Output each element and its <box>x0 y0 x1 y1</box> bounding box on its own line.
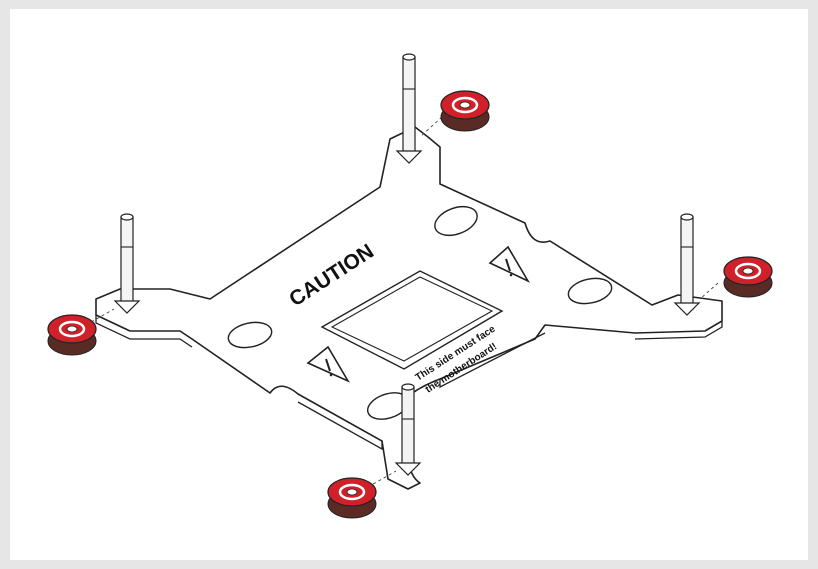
diagram-canvas: CAUTION This side must face the motherbo… <box>10 9 808 560</box>
thumb-nut-left <box>48 315 96 355</box>
backplate-assembly-diagram: CAUTION This side must face the motherbo… <box>10 9 808 560</box>
thumb-nut-right <box>724 257 772 297</box>
thumb-nut-top <box>441 91 489 131</box>
thumb-nut-bottom <box>328 478 376 518</box>
